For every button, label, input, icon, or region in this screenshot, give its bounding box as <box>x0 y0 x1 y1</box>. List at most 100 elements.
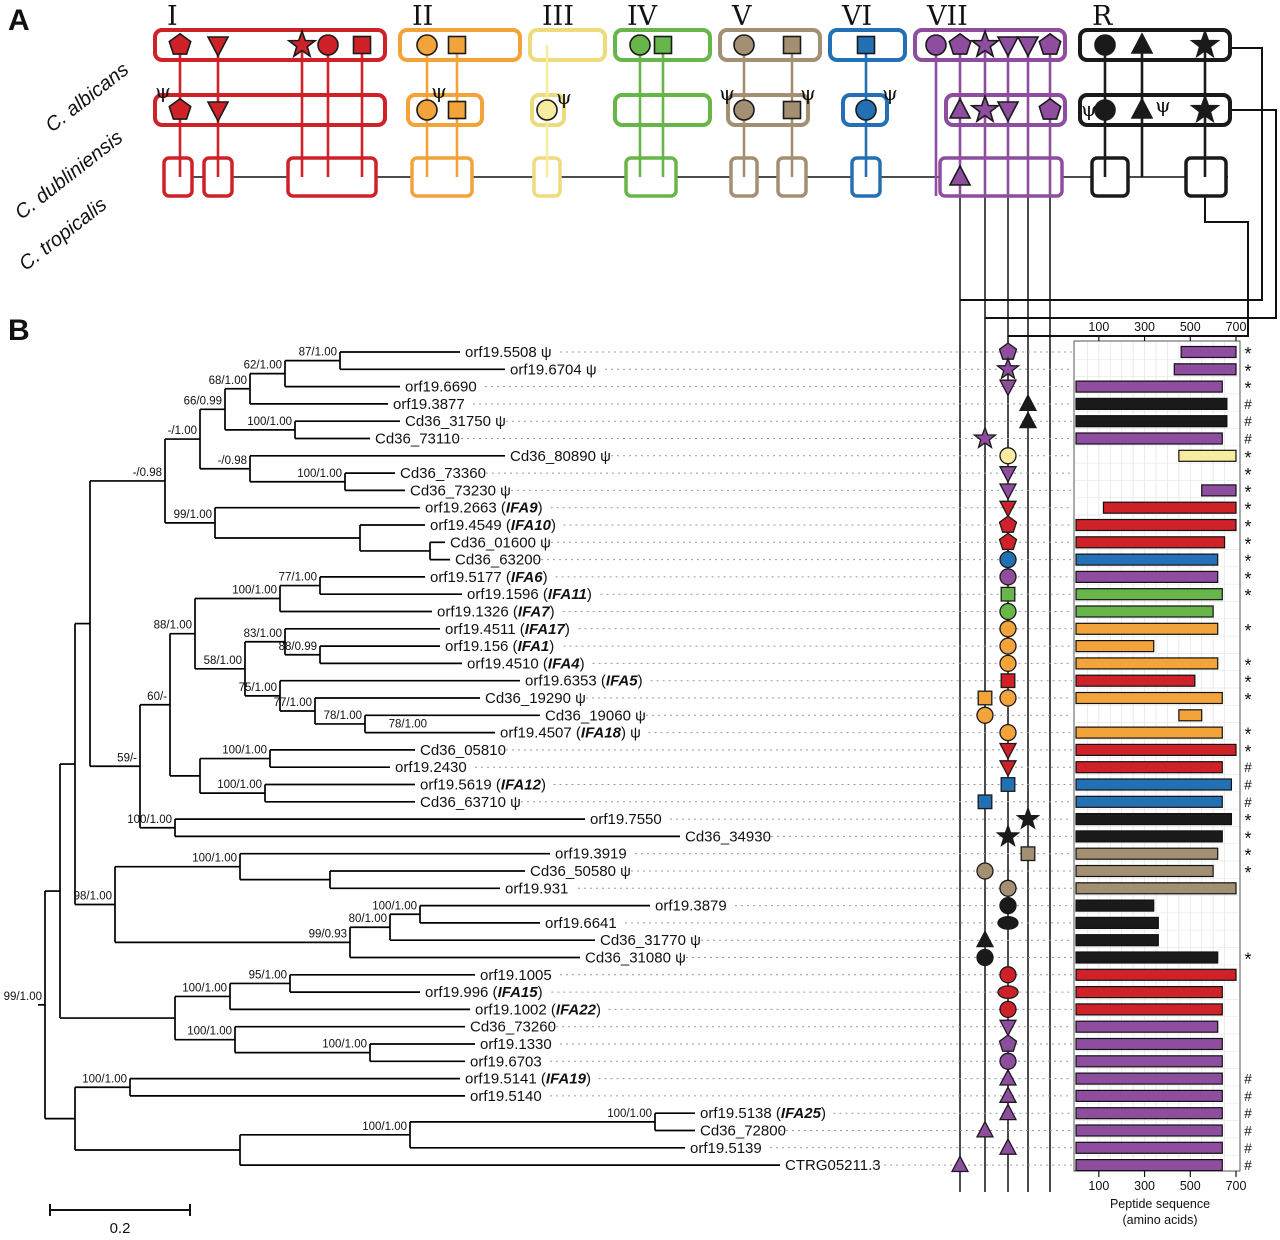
circle-icon <box>999 637 1017 655</box>
star-icon <box>1189 93 1221 124</box>
leaf-label: orf19.6353 (IFA5) <box>525 673 643 690</box>
leaf-label: Cd36_50580 ψ <box>530 863 631 880</box>
significance-mark: * <box>1244 673 1251 693</box>
support-label: 88/0.99 <box>279 641 317 653</box>
triangle-down-icon <box>998 760 1018 778</box>
significance-mark: * <box>1244 621 1251 641</box>
leaf-label: orf19.5177 (IFA6) <box>430 569 548 586</box>
circle-icon <box>733 99 755 121</box>
family-numeral: II <box>412 1 433 32</box>
leaf-label: orf19.5619 (IFA12) <box>420 777 546 794</box>
support-label: 100/1.00 <box>217 779 262 791</box>
square-icon <box>653 35 673 55</box>
psi-symbol: ψ <box>431 79 447 103</box>
support-label: 100/1.00 <box>607 1108 652 1120</box>
sequence-bar <box>1075 778 1233 791</box>
significance-mark: # <box>1244 795 1252 810</box>
leaf-label: Cd36_63710 ψ <box>420 794 521 811</box>
sequence-bar <box>1075 691 1223 705</box>
sequence-bar <box>1075 1107 1223 1120</box>
family-numeral: V <box>731 1 752 32</box>
leaf-label: orf19.3877 <box>393 396 465 413</box>
pentagon-icon <box>998 532 1018 551</box>
leaf-label: orf19.996 (IFA15) <box>425 984 543 1001</box>
pentagon-icon <box>1038 32 1062 55</box>
triangle-up-icon <box>975 1120 995 1138</box>
support-label: 87/1.00 <box>299 347 337 359</box>
significance-mark: * <box>1244 846 1251 866</box>
square-icon <box>977 690 993 706</box>
leaf-label: orf19.6690 <box>405 379 477 396</box>
sequence-bar <box>1075 899 1155 912</box>
sequence-bar <box>1075 795 1223 808</box>
sequence-bar <box>1075 674 1196 687</box>
support-label: 100/1.00 <box>182 982 227 994</box>
leaf-label: Cd36_05810 <box>420 742 506 759</box>
support-label: 78/1.00 <box>389 719 427 731</box>
support-label: -/0.98 <box>133 467 162 479</box>
sequence-bar <box>1075 864 1214 878</box>
sequence-bar <box>1075 1158 1223 1172</box>
circle-icon <box>999 689 1017 707</box>
family-box <box>1078 93 1232 127</box>
psi-symbol: ψ <box>1081 97 1097 121</box>
axis-tick-label-bottom: 100 <box>1088 1179 1109 1193</box>
sequence-bar <box>1075 1037 1223 1051</box>
leaf-label: orf19.5139 <box>690 1140 762 1157</box>
triangle-down-icon <box>1016 36 1040 58</box>
support-label: 100/1.00 <box>297 468 342 480</box>
psi-symbol: ψ <box>1155 93 1171 117</box>
sequence-bar <box>1173 363 1237 376</box>
circle-icon <box>1094 99 1116 121</box>
connector-line <box>960 47 1263 301</box>
leaf-label: Cd36_72800 <box>700 1123 786 1140</box>
triangle-down-icon <box>998 483 1018 501</box>
sequence-bar <box>1075 743 1237 757</box>
star-icon <box>1015 806 1041 830</box>
support-label: 77/1.00 <box>274 697 312 709</box>
sequence-bar <box>1075 830 1223 843</box>
leaf-label: orf19.5508 ψ <box>465 344 552 361</box>
triangle-up-icon <box>1130 97 1154 119</box>
sequence-bar <box>1075 588 1223 601</box>
axis-tick-label-top: 500 <box>1180 320 1201 334</box>
sequence-bar <box>1075 518 1237 532</box>
sequence-bar <box>1075 1089 1223 1103</box>
triangle-up-icon <box>950 1154 970 1173</box>
circle-icon <box>999 602 1017 621</box>
star-icon <box>969 93 1001 124</box>
leaf-label: orf19.2663 (IFA9) <box>425 500 543 517</box>
panel-a-label: A <box>8 4 30 37</box>
family-box <box>162 156 194 198</box>
sequence-bar <box>1178 449 1237 462</box>
pentagon-icon <box>1038 97 1062 120</box>
psi-symbol: ψ <box>882 81 898 105</box>
sequence-bar <box>1075 1124 1223 1137</box>
support-label: 100/1.00 <box>187 1026 232 1038</box>
sequence-bar <box>1075 397 1228 410</box>
leaf-label: orf19.6641 <box>545 915 617 932</box>
sequence-bar <box>1075 951 1219 964</box>
triangle-up-icon <box>998 1103 1018 1121</box>
leaf-label: orf19.1005 <box>480 967 552 984</box>
significance-mark: # <box>1244 1072 1252 1087</box>
star-icon <box>286 28 318 59</box>
triangle-down-icon <box>998 500 1018 518</box>
leaf-label: orf19.3919 <box>555 846 627 863</box>
sequence-bar <box>1102 501 1237 514</box>
leaf-label: orf19.4510 (IFA4) <box>467 655 585 672</box>
support-label: 100/1.00 <box>247 416 292 428</box>
circle-icon <box>999 447 1017 465</box>
significance-mark: * <box>1244 379 1251 399</box>
circle-icon <box>999 966 1017 984</box>
significance-mark: * <box>1244 534 1251 554</box>
triangle-up-icon <box>948 97 972 119</box>
circle-icon <box>976 862 994 880</box>
leaf-label: Cd36_73230 ψ <box>410 482 511 499</box>
sequence-bar <box>1075 812 1233 826</box>
significance-mark: # <box>1244 760 1252 775</box>
sequence-bar <box>1075 1141 1223 1154</box>
sequence-bar <box>1075 432 1223 445</box>
sequence-bar <box>1075 622 1219 635</box>
circle-icon <box>317 34 339 56</box>
